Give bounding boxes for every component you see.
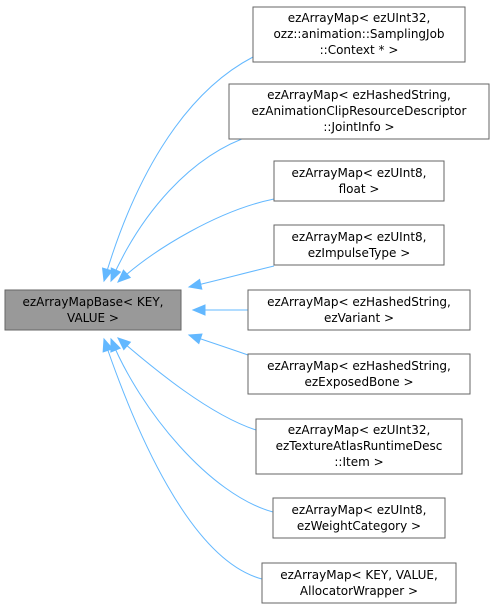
inheritance-arrowhead	[102, 337, 114, 353]
derived-class-label-line: ezArrayMap< ezUInt32,	[288, 423, 431, 437]
derived-class-label-line: ezWeightCategory >	[297, 519, 421, 533]
inheritance-arrowhead	[110, 267, 122, 283]
derived-class-label-line: ozz::animation::SamplingJob	[273, 27, 444, 41]
derived-class-node[interactable]: ezArrayMap< ezHashedString, ezAnimationC…	[228, 83, 490, 140]
derived-class-node[interactable]: ezArrayMap< ezUInt8, ezWeightCategory >	[272, 497, 446, 539]
derived-class-node[interactable]: ezArrayMap< ezUInt8, ezImpulseType >	[273, 224, 445, 266]
derived-class-label-line: ezArrayMap< ezUInt8,	[292, 166, 427, 180]
derived-class-label-line: ezExposedBone >	[304, 375, 413, 389]
inheritance-edge	[110, 134, 254, 282]
derived-class-label-line: ezAnimationClipResourceDescriptor	[252, 104, 467, 118]
derived-class-label-line: ezArrayMap< KEY, VALUE,	[280, 568, 438, 582]
derived-class-node[interactable]: ezArrayMap< ezUInt8, float >	[273, 160, 445, 202]
derived-class-node[interactable]: ezArrayMap< ezHashedString, ezVariant >	[247, 289, 471, 331]
inheritance-arrowhead	[110, 337, 122, 353]
inheritance-edge	[117, 337, 257, 431]
base-class-node[interactable]: ezArrayMapBase< KEY, VALUE >	[4, 289, 182, 331]
derived-class-node[interactable]: ezArrayMap< ezUInt32, ozz::animation::Sa…	[252, 6, 466, 63]
inheritance-arrowhead	[191, 304, 206, 316]
derived-class-label-line: ezArrayMap< ezHashedString,	[267, 295, 451, 309]
inheritance-edge	[103, 338, 263, 580]
inheritance-edge	[188, 265, 275, 288]
inheritance-edge	[117, 198, 275, 283]
inheritance-arrowhead	[101, 267, 114, 283]
derived-class-label-line: ezArrayMap< ezUInt8,	[292, 230, 427, 244]
derived-class-label-line: ::Context * >	[320, 43, 399, 57]
derived-class-label-line: ezArrayMap< ezHashedString,	[267, 359, 451, 373]
derived-class-label-line: ::Item >	[334, 455, 383, 469]
derived-class-node[interactable]: ezArrayMap< ezUInt32, ezTextureAtlasRunt…	[255, 418, 463, 475]
derived-class-label-line: ezArrayMap< ezHashedString,	[267, 88, 451, 102]
derived-class-label-line: ezArrayMap< ezUInt32,	[288, 11, 431, 25]
derived-class-node[interactable]: ezArrayMap< KEY, VALUE, AllocatorWrapper…	[261, 562, 457, 604]
inheritance-edges	[101, 56, 275, 580]
derived-class-label-line: ezArrayMap< ezUInt8,	[292, 503, 427, 517]
derived-class-label-line: ezVariant >	[324, 311, 394, 325]
derived-class-label-line: float >	[339, 182, 380, 196]
inheritance-edge	[110, 338, 274, 513]
derived-class-label-line: ::JointInfo >	[323, 120, 394, 134]
derived-class-label-line: AllocatorWrapper >	[300, 584, 418, 598]
derived-class-label-line: ezTextureAtlasRuntimeDesc	[276, 439, 443, 453]
derived-class-node[interactable]: ezArrayMap< ezHashedString, ezExposedBon…	[247, 353, 471, 395]
inheritance-arrowhead	[117, 337, 132, 351]
inheritance-arrowhead	[117, 269, 132, 283]
inheritance-edge	[103, 56, 254, 282]
base-class-label-line-2: VALUE >	[67, 311, 119, 325]
derived-class-label-line: ezImpulseType >	[308, 246, 411, 260]
inheritance-arrowhead	[187, 333, 203, 345]
base-class-label-line-1: ezArrayMapBase< KEY,	[22, 295, 163, 309]
inheritance-arrowhead	[187, 278, 203, 290]
